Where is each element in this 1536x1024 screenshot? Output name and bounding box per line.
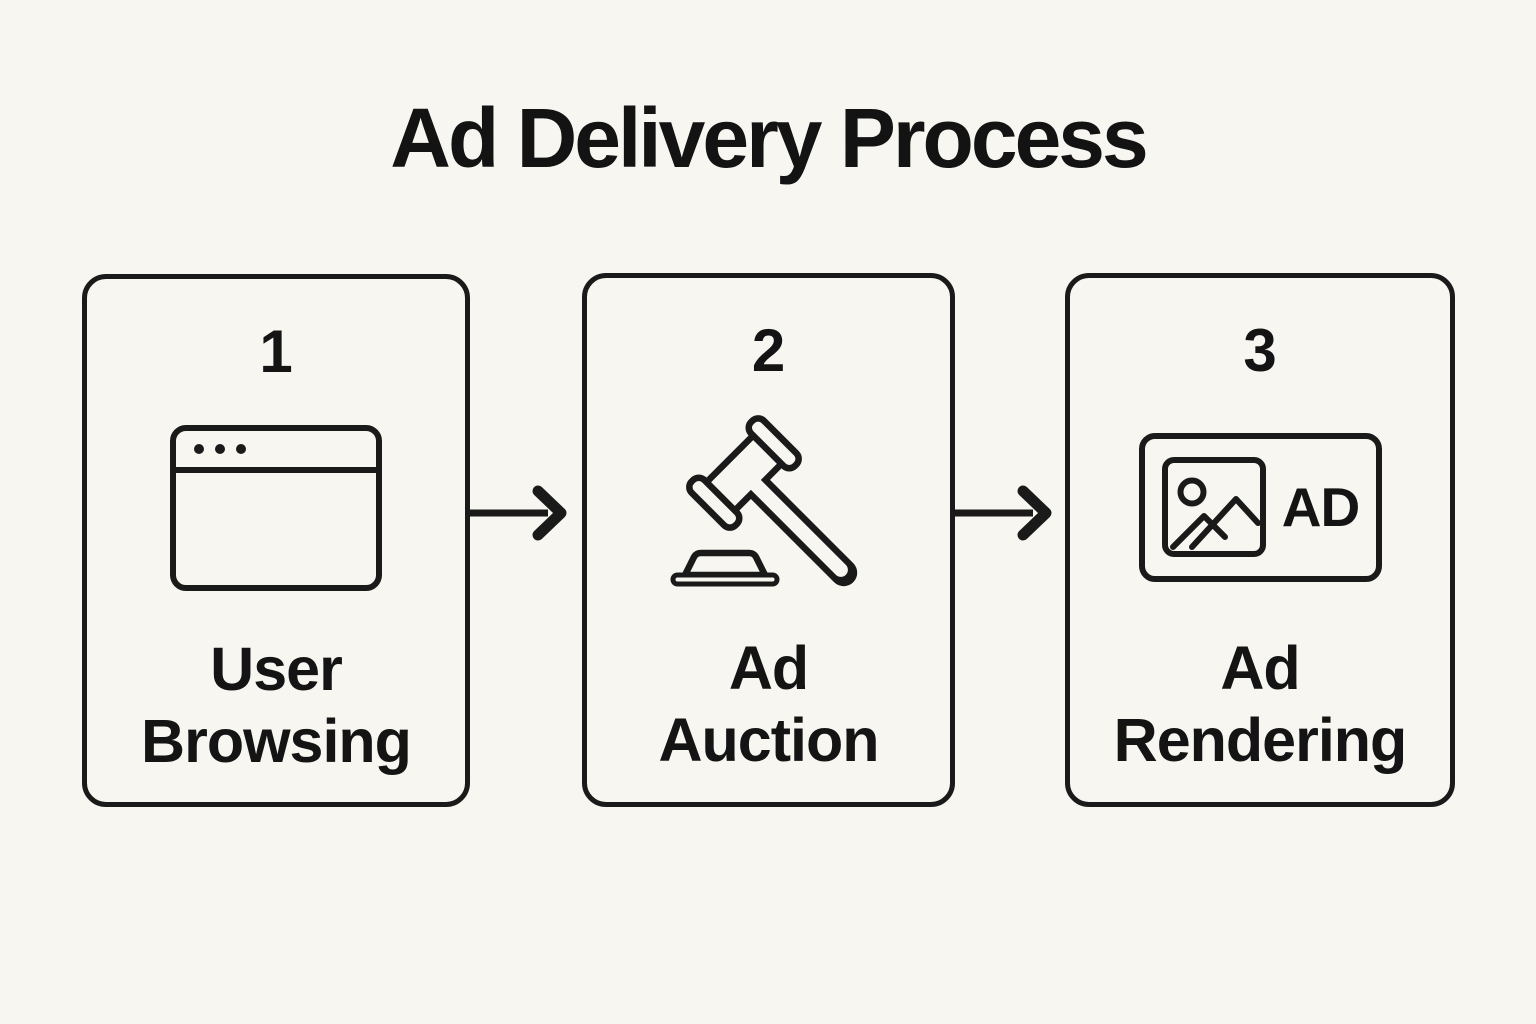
step-icon-zone	[587, 382, 950, 632]
arrow-right-icon	[468, 485, 567, 541]
step-label-line: User	[210, 635, 343, 703]
step-card-user-browsing: 1 User Browsing	[82, 274, 470, 807]
browser-window-icon	[170, 425, 382, 591]
step-label: Ad Auction	[658, 632, 879, 776]
window-dot	[215, 444, 225, 454]
browser-titlebar	[176, 431, 376, 473]
image-glyph	[1169, 477, 1260, 550]
gavel-icon	[670, 415, 857, 587]
step-label: User Browsing	[141, 633, 412, 777]
step-label-line: Auction	[658, 706, 879, 774]
step-label-line: Rendering	[1113, 706, 1408, 774]
ad-banner-icon: AD	[1138, 432, 1382, 582]
step-icon-zone: AD	[1070, 382, 1450, 632]
step-label-line: Ad	[728, 634, 809, 702]
step-card-ad-rendering: 3 AD Ad Rendering	[1065, 273, 1455, 807]
step-label: Ad Rendering	[1113, 632, 1408, 776]
page-title: Ad Delivery Process	[390, 91, 1148, 185]
step-label-line: Browsing	[141, 707, 412, 775]
step-label-line: Ad	[1220, 634, 1300, 702]
step-number: 3	[1243, 317, 1277, 384]
window-dot	[236, 444, 246, 454]
step-number: 2	[751, 317, 786, 384]
window-dot	[194, 444, 204, 454]
arrow-right-icon	[953, 485, 1052, 541]
step-card-ad-auction: 2 Ad Auction	[582, 273, 955, 807]
step-number: 1	[259, 318, 293, 385]
image-thumbnail-icon	[1161, 457, 1266, 557]
step-icon-zone	[87, 383, 465, 633]
ad-badge: AD	[1281, 476, 1360, 538]
